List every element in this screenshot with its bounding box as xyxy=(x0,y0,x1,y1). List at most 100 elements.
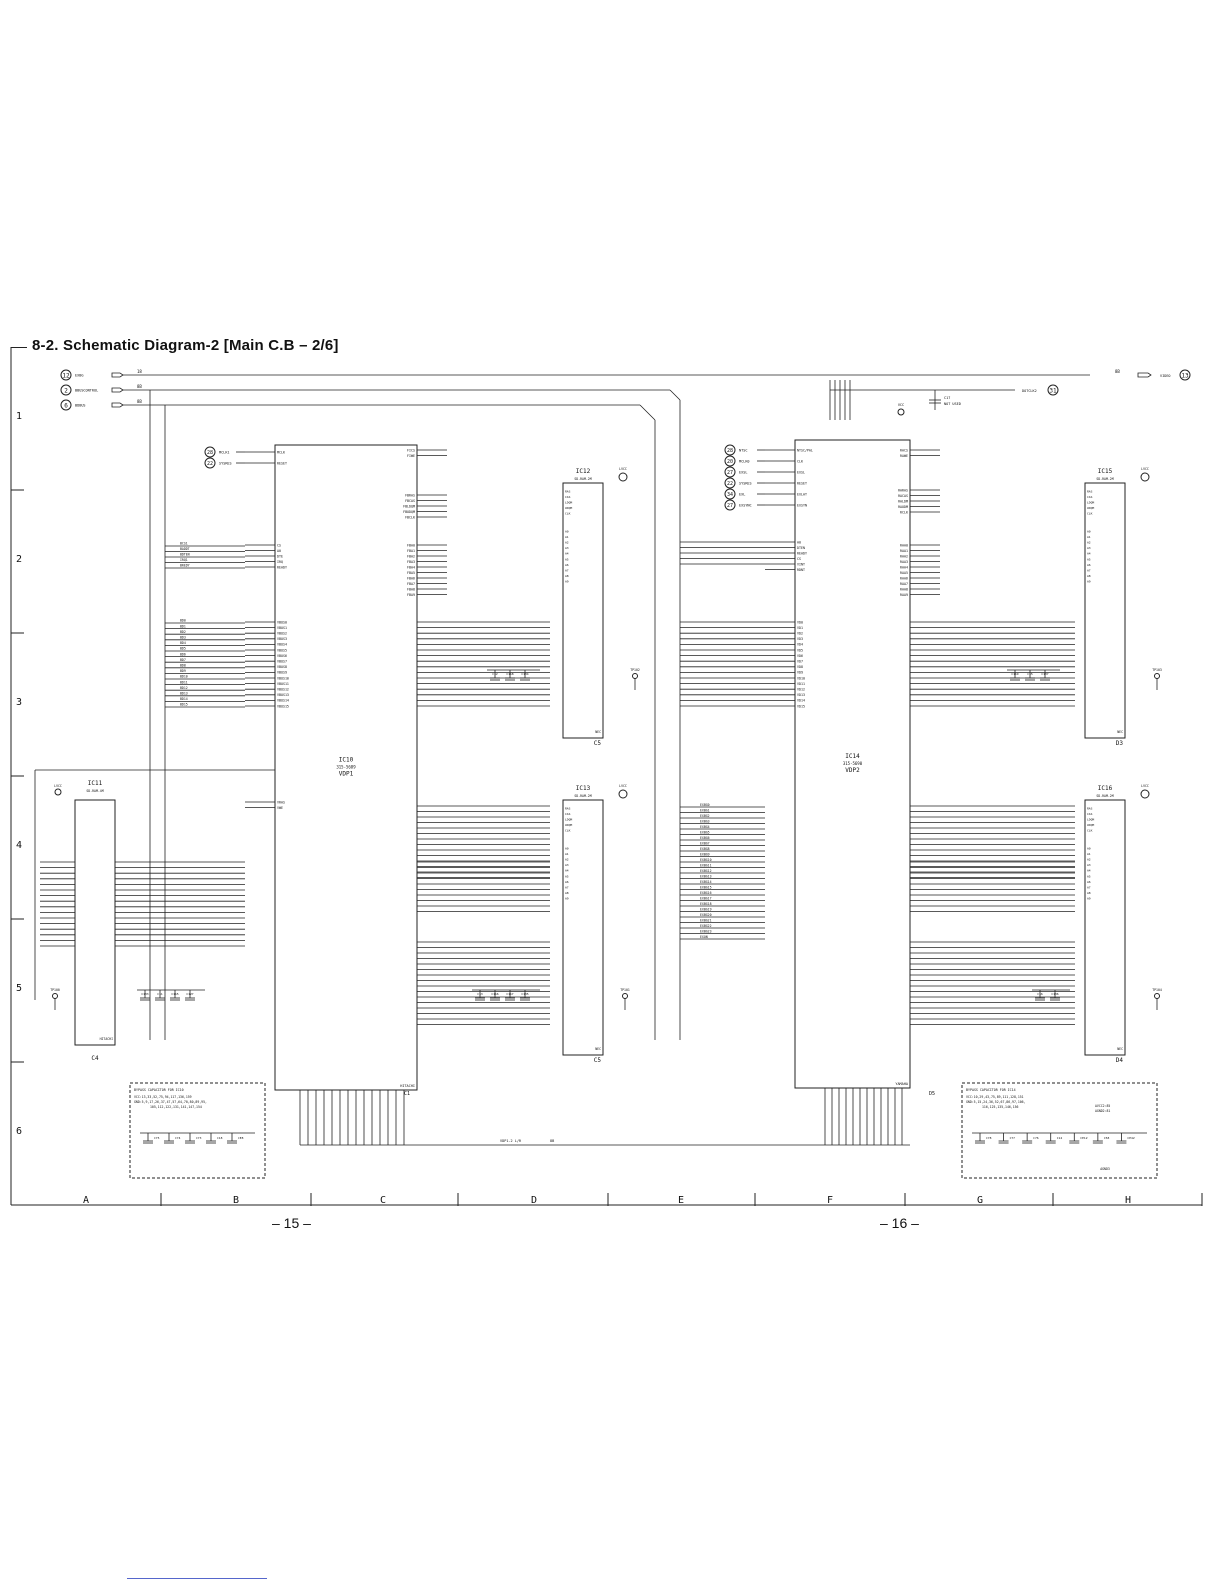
input-number: 27 xyxy=(727,470,733,476)
ram-ref: IC16 xyxy=(1098,785,1113,792)
bus-b-label: BD4 xyxy=(180,641,186,645)
ram-pin: A8 xyxy=(1087,574,1091,578)
col-label: H xyxy=(1125,1195,1131,1206)
ram-pin: UDQM xyxy=(1087,823,1094,827)
ram-ref: IC11 xyxy=(88,780,103,787)
vdp2-pin-left: VD2 xyxy=(797,632,803,636)
row-label: 1 xyxy=(16,411,22,422)
ram-pin: A4 xyxy=(565,869,569,873)
bus-exbg-label: EXBG18 xyxy=(700,902,712,906)
vdp1-pin-right: FBA1 xyxy=(407,549,415,553)
vdp2-pin-left: VINT xyxy=(797,562,805,566)
ram-pin: A9 xyxy=(565,580,569,584)
vdp1-pin-left: VBUS3 xyxy=(277,637,287,641)
ram-body xyxy=(562,799,604,1056)
connector-circle xyxy=(1179,369,1191,381)
ram-pin: A5 xyxy=(1087,874,1091,878)
bus-b-label: BREDY xyxy=(180,564,190,568)
ram-maker: HITACHI xyxy=(100,1037,114,1041)
ram-pin: A0 xyxy=(565,529,569,533)
ram-pin: A4 xyxy=(1087,869,1091,873)
ram-pin: A9 xyxy=(565,897,569,901)
ram-pin: RAS xyxy=(1087,806,1093,810)
ram-pin: A2 xyxy=(565,858,569,862)
ram-pin: A1 xyxy=(1087,535,1091,539)
bypass-line: GND:5,9,17,26,37,47,57,64,70,80,89,95, xyxy=(134,1100,207,1104)
input-number: 34 xyxy=(727,492,733,498)
ram-maker: NEC xyxy=(1117,730,1123,734)
bus-exbg-label: EXBG16 xyxy=(700,891,712,895)
ram-loc: C5 xyxy=(594,1057,602,1064)
vdp1-pin-right: FBA9 xyxy=(407,593,415,597)
page-number-right: – 16 – xyxy=(880,1215,919,1231)
vdp2-pin-right: RAWE xyxy=(900,454,908,458)
ram-part: SD-RAM-2M xyxy=(574,477,591,481)
vdp2-pin-left: VD10 xyxy=(797,676,805,680)
bus-b-label: IRQ1 xyxy=(180,558,188,562)
ram-pin: A7 xyxy=(565,886,569,890)
bus-exbg-label: EXBG22 xyxy=(700,924,712,928)
row-label: 6 xyxy=(16,1126,22,1137)
vdp1-pin-right: FBA0 xyxy=(407,543,415,547)
bypass-cap: C73 xyxy=(196,1136,202,1140)
row-label: 2 xyxy=(16,554,22,565)
ram-pin: A0 xyxy=(565,846,569,850)
ram-pin: A7 xyxy=(1087,886,1091,890)
vdp1-pin-left: VBUS13 xyxy=(277,693,289,697)
bypass-line: 105,112,122,131,141,147,154 xyxy=(150,1105,202,1109)
input-label: MCLK1 xyxy=(219,450,230,454)
bus-b-label: BD15 xyxy=(180,703,188,707)
bypass-cap: C18 xyxy=(217,1136,223,1140)
vdp1-pin-left: VBUS1 xyxy=(277,626,287,630)
bus-b-label: BD2 xyxy=(180,630,186,634)
input-number: 22 xyxy=(207,461,213,467)
ic-maker: YAMAHA xyxy=(895,1082,909,1086)
vdp2-pin-right: RAA5 xyxy=(900,571,908,575)
ram-pin: CLK xyxy=(565,511,571,515)
bus-b-label: BD12 xyxy=(180,686,188,690)
connector-number: 12 xyxy=(62,373,70,380)
vdp2-pin-right: RAA3 xyxy=(900,560,908,564)
vdp1-pin-right: FBCAS xyxy=(405,499,415,503)
vdp2-pin-left: VD4 xyxy=(797,643,803,647)
ram-pin: CAS xyxy=(565,812,571,816)
vdp1-pin-left: VBUS8 xyxy=(277,665,287,669)
ram-pin: A8 xyxy=(565,891,569,895)
col-label: A xyxy=(83,1195,89,1206)
testpoint-label: TP102 xyxy=(630,668,640,672)
vdp2-pin-left: CS xyxy=(797,557,801,561)
row-label: 4 xyxy=(16,840,22,851)
bus-exbg-label: EXBG8 xyxy=(700,847,710,851)
ram-pin: LDQM xyxy=(1087,500,1094,504)
page-title: 8-2. Schematic Diagram-2 [Main C.B – 2/6… xyxy=(32,337,339,354)
vdp1-pin-left: VBUS12 xyxy=(277,688,289,692)
ic-part: 315-5689 xyxy=(336,765,356,770)
testpoint xyxy=(632,673,638,679)
cap-label: C12 xyxy=(492,672,498,676)
connector-arrow xyxy=(111,387,124,393)
cap-label: C133 xyxy=(141,992,148,996)
bus-b-label: BD11 xyxy=(180,680,188,684)
ram-pin: A1 xyxy=(565,535,569,539)
vdp1-pin-right: FBLDQM xyxy=(403,504,415,508)
testpoint-label: TP101 xyxy=(620,988,630,992)
bus-exbg-label: EXBG21 xyxy=(700,919,712,923)
lvcc-label: LVCC xyxy=(1141,784,1149,788)
input-label: EXSL xyxy=(739,470,747,474)
vdp2-pin-right: RACS xyxy=(900,448,908,452)
ic-name: VDP1 xyxy=(339,771,354,778)
testpoint xyxy=(622,993,628,999)
cap-label: C116 xyxy=(491,992,498,996)
vdp2-pin-right: RAA7 xyxy=(900,582,908,586)
vdp2-pin-left: VD14 xyxy=(797,699,805,703)
bypass-title: BYPASS CAPACITOR FOR IC10 xyxy=(134,1088,184,1092)
ic-maker: HITACHI xyxy=(400,1084,415,1088)
vdp2-pin-left: VD3 xyxy=(797,637,803,641)
vdp2-pin-right: RAA6 xyxy=(900,576,908,580)
vdp1-pin-right: FBCLK xyxy=(405,515,415,519)
row-label: 5 xyxy=(16,983,22,994)
vdp1-pin-left: VBUS9 xyxy=(277,671,287,675)
ic-name: VDP2 xyxy=(845,767,860,774)
cap-label: C136 xyxy=(1051,992,1058,996)
bypass-line: VCC:10,29,43,75,89,111,128,151 xyxy=(966,1095,1024,1099)
